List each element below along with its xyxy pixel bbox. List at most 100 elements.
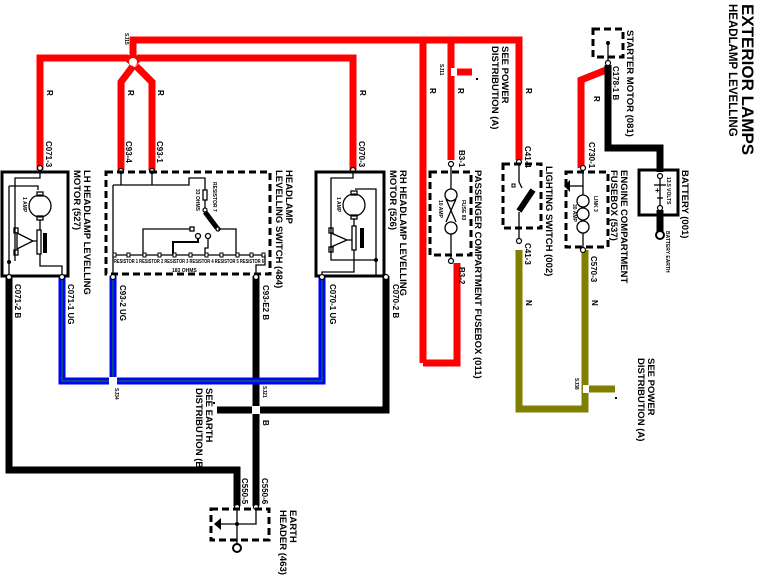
- connector-c071-1: [58, 273, 66, 281]
- connector-label-c570-3: C570-3: [589, 256, 598, 283]
- rh-motor-label-1: RH HEADLAMP LEVELLING: [397, 170, 408, 296]
- wire-red-c93-1: [133, 63, 156, 170]
- lighting-switch-contact: [511, 183, 516, 188]
- levelling-switch-wiper: [203, 210, 219, 230]
- rh-motor-box: [314, 170, 386, 278]
- resistor-7-label: RESISTOR 7: [211, 182, 217, 212]
- resistor-7-ohms: 33 OHMS: [194, 189, 200, 212]
- connector-c070-2: [382, 273, 390, 281]
- title-sub: HEADLAMP LEVELLING: [726, 4, 738, 137]
- connector-c178-1: [604, 59, 612, 67]
- connector-label-c93-1: C93-1: [155, 141, 164, 163]
- splice-sj11: [451, 68, 457, 76]
- wire-red-sj15-to-rh-motor: [130, 54, 357, 170]
- connector-label-c41-4: C41-4: [523, 146, 532, 168]
- wire-code-r: R: [456, 88, 465, 94]
- wires-olive: [515, 250, 615, 413]
- wire-black-c070-2-to-sj21: [256, 276, 390, 414]
- wire-code-b: B: [261, 420, 270, 426]
- levelling-switch-resistor-labels: RESISTOR 1 RESISTOR 2 RESISTOR 3 RESISTO…: [114, 259, 264, 265]
- connector-c071-2: [5, 273, 13, 281]
- ref-power-a-top-line1: SEE POWER: [499, 46, 510, 104]
- wire-code-r: R: [524, 88, 533, 94]
- ref-earth-b-line2: DISTRIBUTION (B): [193, 388, 204, 471]
- connector-c93-e2: [252, 273, 260, 281]
- splice-label-sj34: SJ34: [113, 388, 119, 400]
- splice-label-sj38: SJ38: [573, 378, 579, 390]
- connector-label-c550-6: C550-6: [260, 478, 269, 505]
- connector-c071-3: [36, 164, 44, 172]
- lighting-switch: C41-4 LIGHTING SWITCH (002) C41-3: [501, 146, 554, 276]
- wire-code-r: R: [156, 90, 165, 96]
- earth-header-box: [209, 507, 271, 542]
- connector-label-c178-1: C178-1 B: [611, 66, 620, 100]
- battery-plus-icon: +: [655, 186, 660, 195]
- connector-c570-3: [579, 246, 587, 254]
- engine-compartment-fusebox: C730-1 LINK 3 30 AMP ENGINE COMPARTMENT …: [564, 142, 629, 283]
- engine-fusebox-label-2: FUSEBOX (537): [608, 170, 619, 241]
- connector-c41-3: [515, 237, 523, 245]
- wire-code-r: R: [358, 90, 367, 96]
- lighting-switch-box: [501, 162, 543, 230]
- levelling-switch-ohms: 183 OHMS: [172, 268, 197, 274]
- fuse-label: FUSE 83: [460, 200, 466, 221]
- lighting-switch-label: LIGHTING SWITCH (002): [543, 166, 554, 276]
- splice-labels: SJ15 SJ11 SJ34 SJ21 SJ38: [113, 33, 579, 400]
- wire-code-r: R: [428, 88, 437, 94]
- rh-motor-armature-icon: [342, 193, 366, 217]
- connector-label-c730-1: C730-1: [587, 142, 596, 169]
- lh-headlamp-levelling-motor: C071-3 1 AMP LH HEADLAMP LEVELLING MOTOR…: [0, 141, 92, 324]
- connector-c730-1: [579, 164, 587, 172]
- lh-motor-box: [0, 170, 70, 278]
- splice-sj38: [583, 385, 589, 393]
- connector-b3-2: [447, 257, 455, 265]
- battery: + 13.5 VOLTS BATTERY (001) BATTERY EARTH: [637, 168, 690, 273]
- connector-label-b3-1: B3-1: [457, 150, 466, 168]
- connector-label-c41-3: C41-3: [523, 243, 532, 265]
- ref-power-a-bottom-line2: DISTRIBUTION (A): [635, 358, 646, 441]
- starter-motor-label: STARTER MOTOR (081): [624, 30, 635, 137]
- lh-motor-rating: 1 AMP: [21, 197, 27, 213]
- starter-motor: STARTER MOTOR (081) C178-1 B: [591, 27, 635, 137]
- wire-red-c93-4: [117, 63, 136, 170]
- references: SEE POWER DISTRIBUTION (A) SEE POWER DIS…: [193, 46, 656, 471]
- engine-fusebox-earth-arrow-icon: [564, 180, 570, 192]
- passenger-fusebox-label: PASSENGER COMPARTMENT FUSEBOX (011): [472, 170, 483, 379]
- connector-label-c071-3: C071-3: [44, 141, 53, 168]
- earth-header: C550-5 C550-6 EARTH HEADER (463): [209, 478, 298, 575]
- connector-label-c071-1: C071-1 UG: [66, 284, 75, 324]
- wires-blue: [58, 276, 326, 385]
- earth-header-label-2: HEADER (463): [277, 510, 288, 575]
- lh-motor-armature-icon: [28, 194, 52, 218]
- connector-label-c070-3: C070-3: [357, 141, 366, 168]
- link-label: LINK 3: [592, 196, 598, 212]
- ref-power-a-top-line2: DISTRIBUTION (A): [489, 46, 500, 129]
- wire-red-sj15-to-c41-4: [129, 36, 523, 160]
- splice-sj34: [109, 377, 117, 385]
- connector-label-c550-5: C550-5: [240, 478, 249, 505]
- splice-label-sj11: SJ11: [438, 64, 444, 76]
- connector-b3-1: [447, 160, 455, 168]
- splice-label-sj21: SJ21: [261, 386, 267, 398]
- lh-motor-label-1: LH HEADLAMP LEVELLING: [81, 170, 92, 295]
- wire-blue-c071-1-to-c070-1: [58, 276, 326, 385]
- battery-box: [637, 168, 680, 217]
- battery-label: BATTERY (001): [679, 170, 690, 238]
- splice-sj21: [252, 406, 260, 414]
- wire-black-c178-1-to-battery: [604, 65, 664, 172]
- connector-label-c93-4: C93-4: [124, 141, 133, 163]
- rh-motor-rating: 1 AMP: [335, 197, 341, 213]
- rh-headlamp-levelling-motor: C070-3 1 AMP RH HEADLAMP LEVELLING MOTOR…: [314, 141, 408, 324]
- fuse-rating: 10 AMP: [437, 200, 443, 219]
- wire-red-c730-1: [577, 66, 608, 168]
- diagram-title: EXTERIOR LAMPS HEADLAMP LEVELLING: [726, 4, 757, 155]
- levelling-switch-label-1: HEADLAMP: [283, 170, 294, 224]
- battery-voltage: 13.5 VOLTS: [665, 177, 671, 205]
- connector-label-c071-2: C071-2 B: [13, 284, 22, 318]
- resistor-chain: [112, 252, 266, 258]
- ref-power-a-bottom-line1: SEE POWER: [645, 358, 656, 416]
- rh-motor-label-2: MOTOR (526): [387, 170, 398, 230]
- connector-label-c070-2: C070-2 B: [391, 284, 400, 318]
- wire-olive-c41-3-to-c570-3: [515, 250, 589, 413]
